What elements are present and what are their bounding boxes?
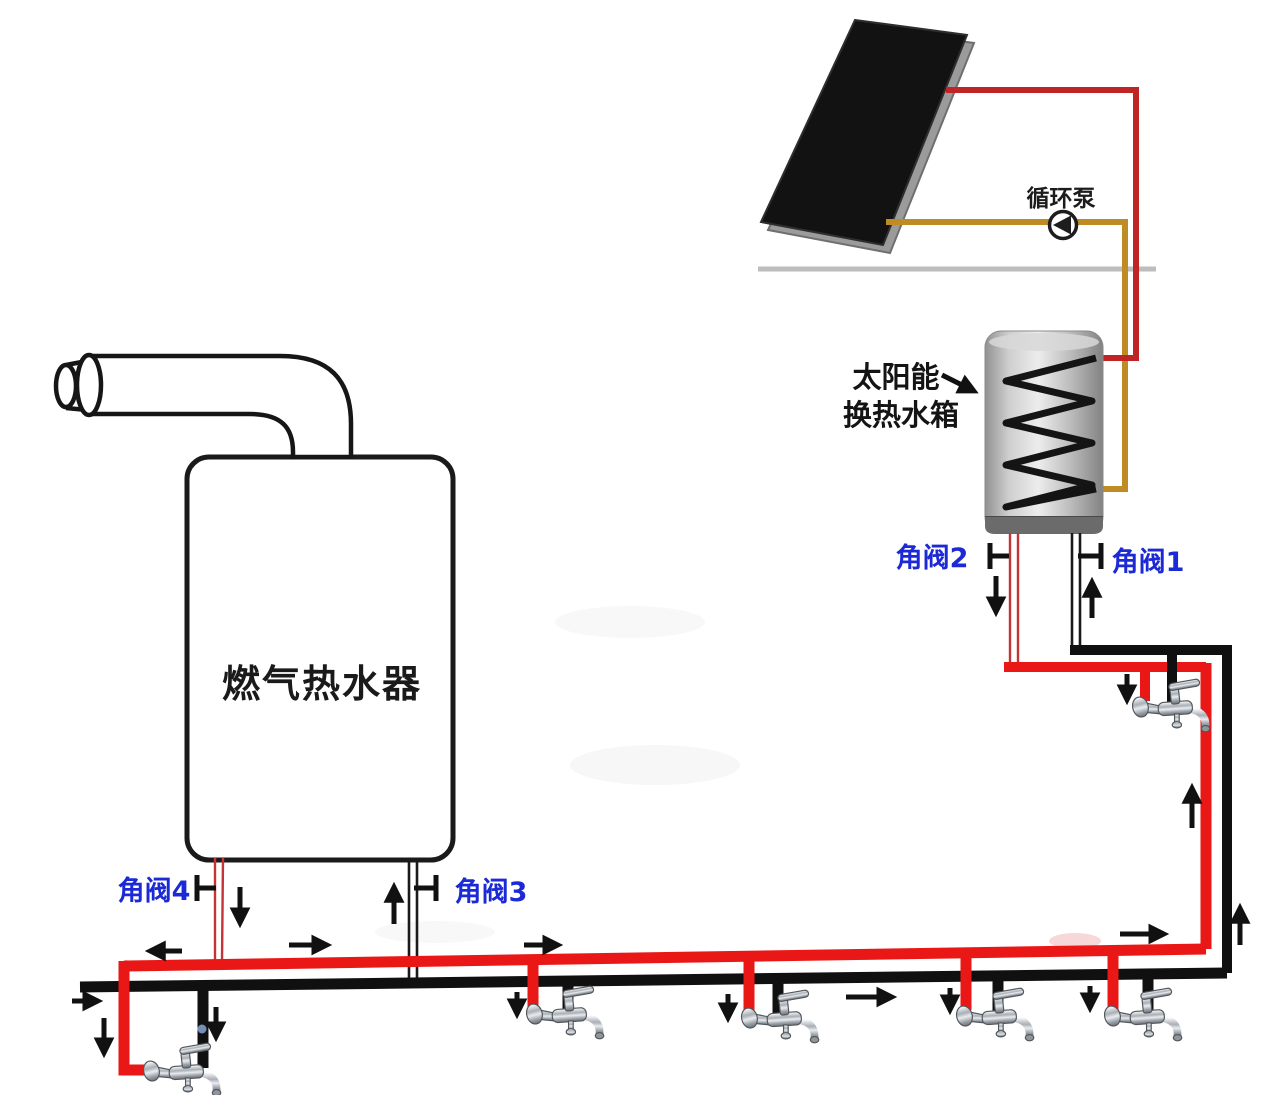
gas-heater-body (184, 454, 456, 863)
tank-hot-outlet-pipe (1008, 533, 1020, 665)
valve2-label: 角阀2 (896, 542, 969, 574)
tank-label-line2: 换热水箱 (843, 398, 959, 432)
valve4-label: 角阀4 (118, 875, 191, 907)
solar-panel-face (759, 18, 969, 247)
cold-water-main (79, 967, 1228, 1068)
flow-arrows (72, 576, 1251, 1059)
hot-water-main (118, 663, 1212, 1076)
valve3-symbol (414, 875, 439, 901)
heater-hot-outlet-pipe (213, 857, 225, 963)
solar-tank (984, 330, 1104, 534)
valve1-label: 角阀1 (1112, 546, 1185, 578)
circulation-pump-label: 循环泵 (1027, 185, 1096, 212)
tank-heat-exchanger-coil (1002, 354, 1097, 511)
valve2-symbol (987, 543, 1009, 569)
tank-label-pointer-arrow (940, 372, 979, 394)
solar-panel (759, 18, 976, 255)
valve4-symbol (194, 875, 216, 901)
pipe-connector-dot (197, 1024, 207, 1034)
tank-cold-inlet-pipe (1070, 533, 1082, 651)
gas-heater-label: 燃气热水器 (222, 662, 422, 706)
valve-symbols (194, 543, 1104, 901)
valve3-label: 角阀3 (455, 876, 528, 908)
flue-pipe (53, 352, 354, 460)
valve1-symbol (1078, 543, 1104, 569)
tank-label-line1: 太阳能 (852, 360, 939, 394)
solar-supply-pipe (946, 87, 1139, 361)
circulation-pump-icon (1047, 209, 1079, 241)
faucet (141, 1043, 220, 1095)
flue-end-cap (53, 352, 104, 418)
